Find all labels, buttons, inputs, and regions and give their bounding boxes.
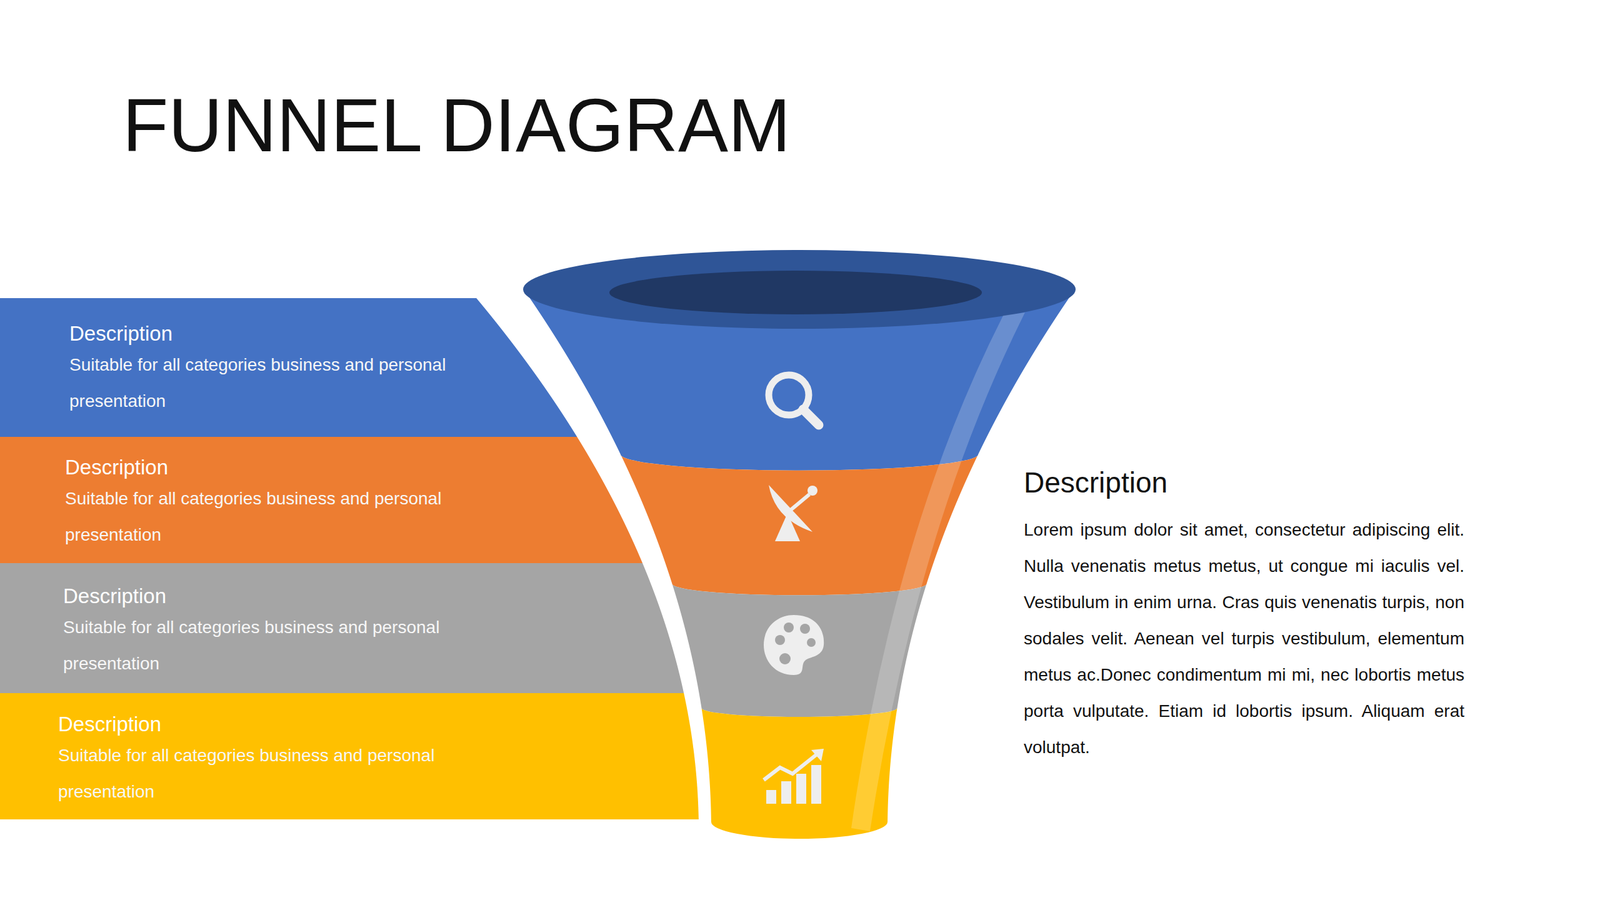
band-heading: Description [63,582,686,610]
band-text: DescriptionSuitable for all categories b… [0,436,645,554]
band-description: Suitable for all categories business and… [58,737,446,810]
band-description: Suitable for all categories business and… [65,480,453,554]
palette-icon [763,615,824,675]
band-description: Suitable for all categories business and… [69,346,457,420]
satellite-icon [768,485,818,542]
band-description: Suitable for all categories business and… [63,609,451,682]
funnel-band: DescriptionSuitable for all categories b… [0,436,645,564]
funnel-band: DescriptionSuitable for all categories b… [0,298,579,437]
funnel-rim [523,250,1076,329]
funnel-band: DescriptionSuitable for all categories b… [0,693,700,820]
band-heading: Description [69,320,579,347]
side-paragraph: Lorem ipsum dolor sit amet, consectetur … [1023,511,1465,766]
chart-icon [763,748,824,804]
search-icon [768,375,819,425]
title: FUNNEL DIAGRAM [122,80,791,170]
funnel-opening [609,270,982,315]
funnel-highlight [851,312,1025,832]
band-heading: Description [58,710,700,738]
funnel-band: DescriptionSuitable for all categories b… [0,563,686,694]
side-heading: Description [1023,463,1168,502]
band-text: DescriptionSuitable for all categories b… [0,298,579,420]
band-text: DescriptionSuitable for all categories b… [0,693,700,810]
band-text: DescriptionSuitable for all categories b… [0,563,686,682]
band-heading: Description [65,453,645,481]
